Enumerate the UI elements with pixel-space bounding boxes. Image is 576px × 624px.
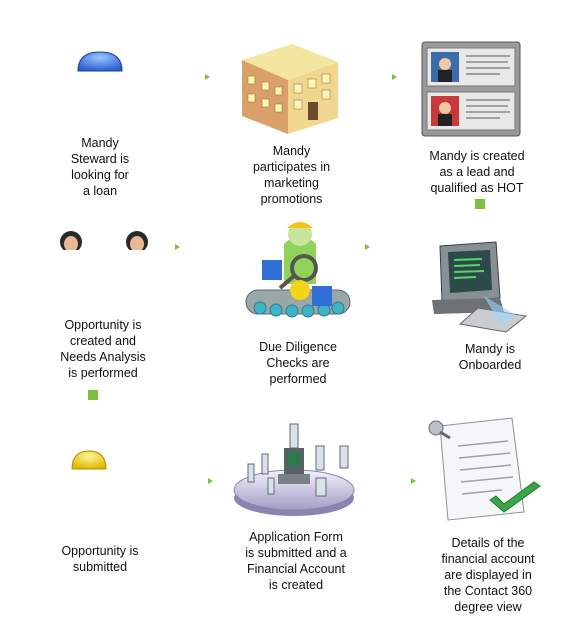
contact-cards-icon: [420, 40, 526, 140]
yellow-dot-icon: [71, 450, 107, 470]
data-platform-icon: [230, 420, 358, 520]
connector-arrow: [411, 478, 416, 484]
building-icon: [238, 36, 342, 136]
computer-terminal-icon: [430, 240, 530, 334]
connector-arrow: [208, 478, 213, 484]
connector-arrow: [365, 244, 370, 250]
connector-square: [475, 199, 485, 209]
connector-arrow: [175, 244, 180, 250]
people-icon: [52, 228, 156, 253]
inspection-worker-icon: [240, 214, 356, 330]
connector-arrow: [205, 74, 210, 80]
blue-dot-icon: [76, 50, 124, 72]
connector-square: [88, 390, 98, 400]
connector-arrow: [392, 74, 397, 80]
document-check-icon: [424, 416, 548, 528]
